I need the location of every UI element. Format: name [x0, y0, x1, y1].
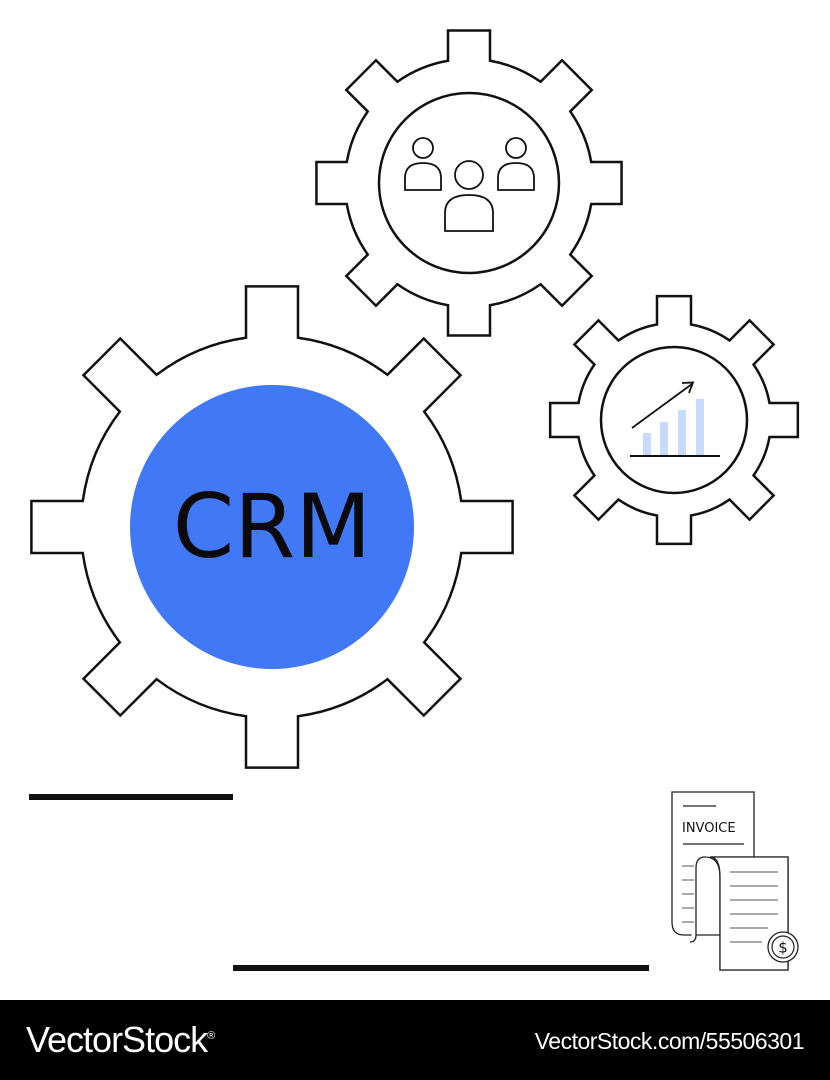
large-gear-icon: CRM — [30, 285, 514, 769]
crm-blue-circle — [130, 385, 414, 669]
team-gear-icon — [315, 29, 623, 337]
analytics-gear-icon — [548, 294, 800, 546]
crm-illustration: CRM INVOIC — [29, 29, 800, 971]
invoice-label: INVOICE — [682, 821, 736, 836]
watermark-footer: VectorStock® VectorStock.com/55506301 — [0, 1000, 830, 1080]
invoice-document-icon: INVOICE $ — [671, 791, 799, 971]
dollar-coin-icon: $ — [767, 931, 799, 963]
dollar-symbol: $ — [778, 939, 788, 957]
registered-mark: ® — [207, 1030, 215, 1042]
vectorstock-logo: VectorStock® — [26, 1019, 215, 1061]
growth-chart-icon — [630, 381, 720, 457]
people-group-icon — [404, 137, 535, 232]
crm-label: CRM — [173, 475, 372, 578]
brand-name: VectorStock — [26, 1019, 208, 1060]
analytics-gear-inner-circle — [599, 345, 749, 495]
image-url: VectorStock.com/55506301 — [534, 1028, 805, 1054]
